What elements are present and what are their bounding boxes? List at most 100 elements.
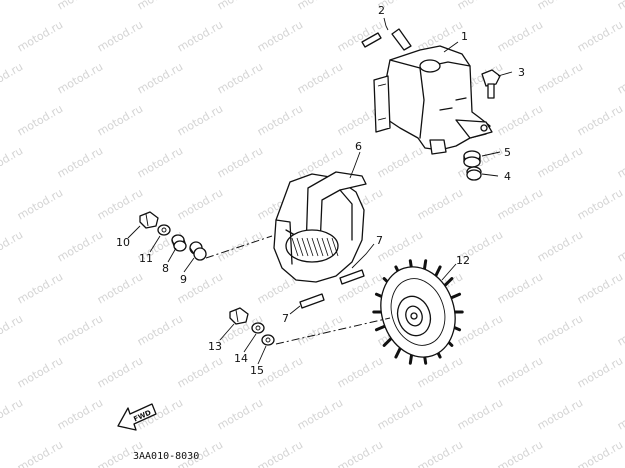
watermark-text: motod.ru [415,438,465,468]
part-6-air-shroud [273,171,367,283]
watermark-text: motod.ru [375,144,425,180]
callout-1: 1 [461,30,468,43]
callout-14: 14 [234,352,248,365]
shroud-grille [291,237,339,257]
watermark-text: motod.ru [495,354,545,390]
watermark-text: motod.ru [415,354,465,390]
part-4-grommet [466,166,482,181]
watermark-text: motod.ru [135,312,185,348]
watermark-text: motod.ru [15,270,65,306]
callouts: 2 1 3 5 4 6 7 7 12 10 11 8 9 13 14 15 [116,4,525,377]
watermark-text: motod.ru [0,312,25,348]
watermark-text: motod.ru [295,396,345,432]
grille-line [316,237,324,257]
watermark-text: motod.ru [175,18,225,54]
watermark-text: motod.ru [95,18,145,54]
watermark-text: motod.ru [375,396,425,432]
callout-7-lower: 7 [282,312,289,325]
watermark-text: motod.ru [0,0,25,13]
watermark-text: motod.ru [215,0,265,13]
flywheel-fin [442,277,454,288]
part-14-washer [251,322,265,334]
watermark-text: motod.ru [55,144,105,180]
watermark-text: motod.ru [415,186,465,222]
grille-line [306,237,314,257]
callout-13: 13 [208,340,222,353]
part-13-bolt [229,307,249,325]
part-12-flywheel [372,259,464,365]
watermark-text: motod.ru [255,438,305,468]
watermark-text: motod.ru [615,144,625,180]
watermark-text: motod.ru [495,270,545,306]
part-2-pins [361,28,412,51]
part-1-shroud [373,45,493,155]
part-3-bolt [481,69,501,99]
watermark-text: motod.ru [95,354,145,390]
watermark-text: motod.ru [135,144,185,180]
watermark-text: motod.ru [495,438,545,468]
watermark-text: motod.ru [335,438,385,468]
watermark-text: motod.ru [135,60,185,96]
callout-6: 6 [355,140,362,153]
watermark-text: motod.ru [615,228,625,264]
watermark-text: motod.ru [135,0,185,13]
watermark-text: motod.ru [575,18,625,54]
part-15-washer [261,334,275,346]
watermark-text: motod.ru [535,396,585,432]
watermark-text: motod.ru [535,0,585,13]
grille-line [301,237,309,257]
callout-2: 2 [378,4,385,17]
watermark-text: motod.ru [0,228,25,264]
watermark-text: motod.ru [55,228,105,264]
watermark-text: motod.ru [455,312,505,348]
callout-3: 3 [518,66,525,79]
callout-11: 11 [139,252,153,265]
watermark-text: motod.ru [295,60,345,96]
callout-7-upper: 7 [376,234,383,247]
grille-line [296,237,304,257]
grille-line [326,237,334,257]
grille-line [331,237,339,257]
watermark-text: motod.ru [535,144,585,180]
watermark-text: motod.ru [335,354,385,390]
watermark-text: motod.ru [295,0,345,13]
grille-line [291,237,299,257]
watermark-text: motod.ru [615,312,625,348]
grille-line [311,237,319,257]
watermark-text: motod.ru [15,186,65,222]
watermark-text: motod.ru [0,60,25,96]
watermark-text: motod.ru [175,354,225,390]
part-7-clips [299,269,365,309]
callout-8: 8 [162,262,169,275]
part-10-bolt [139,211,159,229]
watermark-text: motod.ru [255,102,305,138]
watermark-text: motod.ru [575,354,625,390]
watermark-text: motod.ru [15,18,65,54]
watermark-text: motod.ru [175,186,225,222]
watermark-text: motod.ru [495,102,545,138]
watermark-text: motod.ru [575,186,625,222]
part-5-collar [463,150,481,168]
assembly-lines [205,235,391,345]
watermark-text: motod.ru [15,102,65,138]
leader-lines [127,17,513,365]
watermark-text: motod.ru [535,312,585,348]
callout-15: 15 [250,364,264,377]
watermark-text: motod.ru [615,60,625,96]
watermark-text: motod.ru [215,396,265,432]
watermark-text: motod.ru [175,102,225,138]
watermark-text: motod.ru [535,60,585,96]
watermark-text: motod.ru [615,396,625,432]
watermark-text: motod.ru [95,186,145,222]
watermark-text: motod.ru [15,354,65,390]
diagram-code: 3AA010-8030 [133,451,199,462]
watermark-text: motod.ru [455,396,505,432]
watermark-text: motod.ru [55,0,105,13]
watermark-text: motod.ru [55,312,105,348]
watermark-text: motod.ru [215,60,265,96]
watermark-text: motod.ru [215,144,265,180]
watermark-text: motod.ru [455,0,505,13]
grille-line [321,237,329,257]
